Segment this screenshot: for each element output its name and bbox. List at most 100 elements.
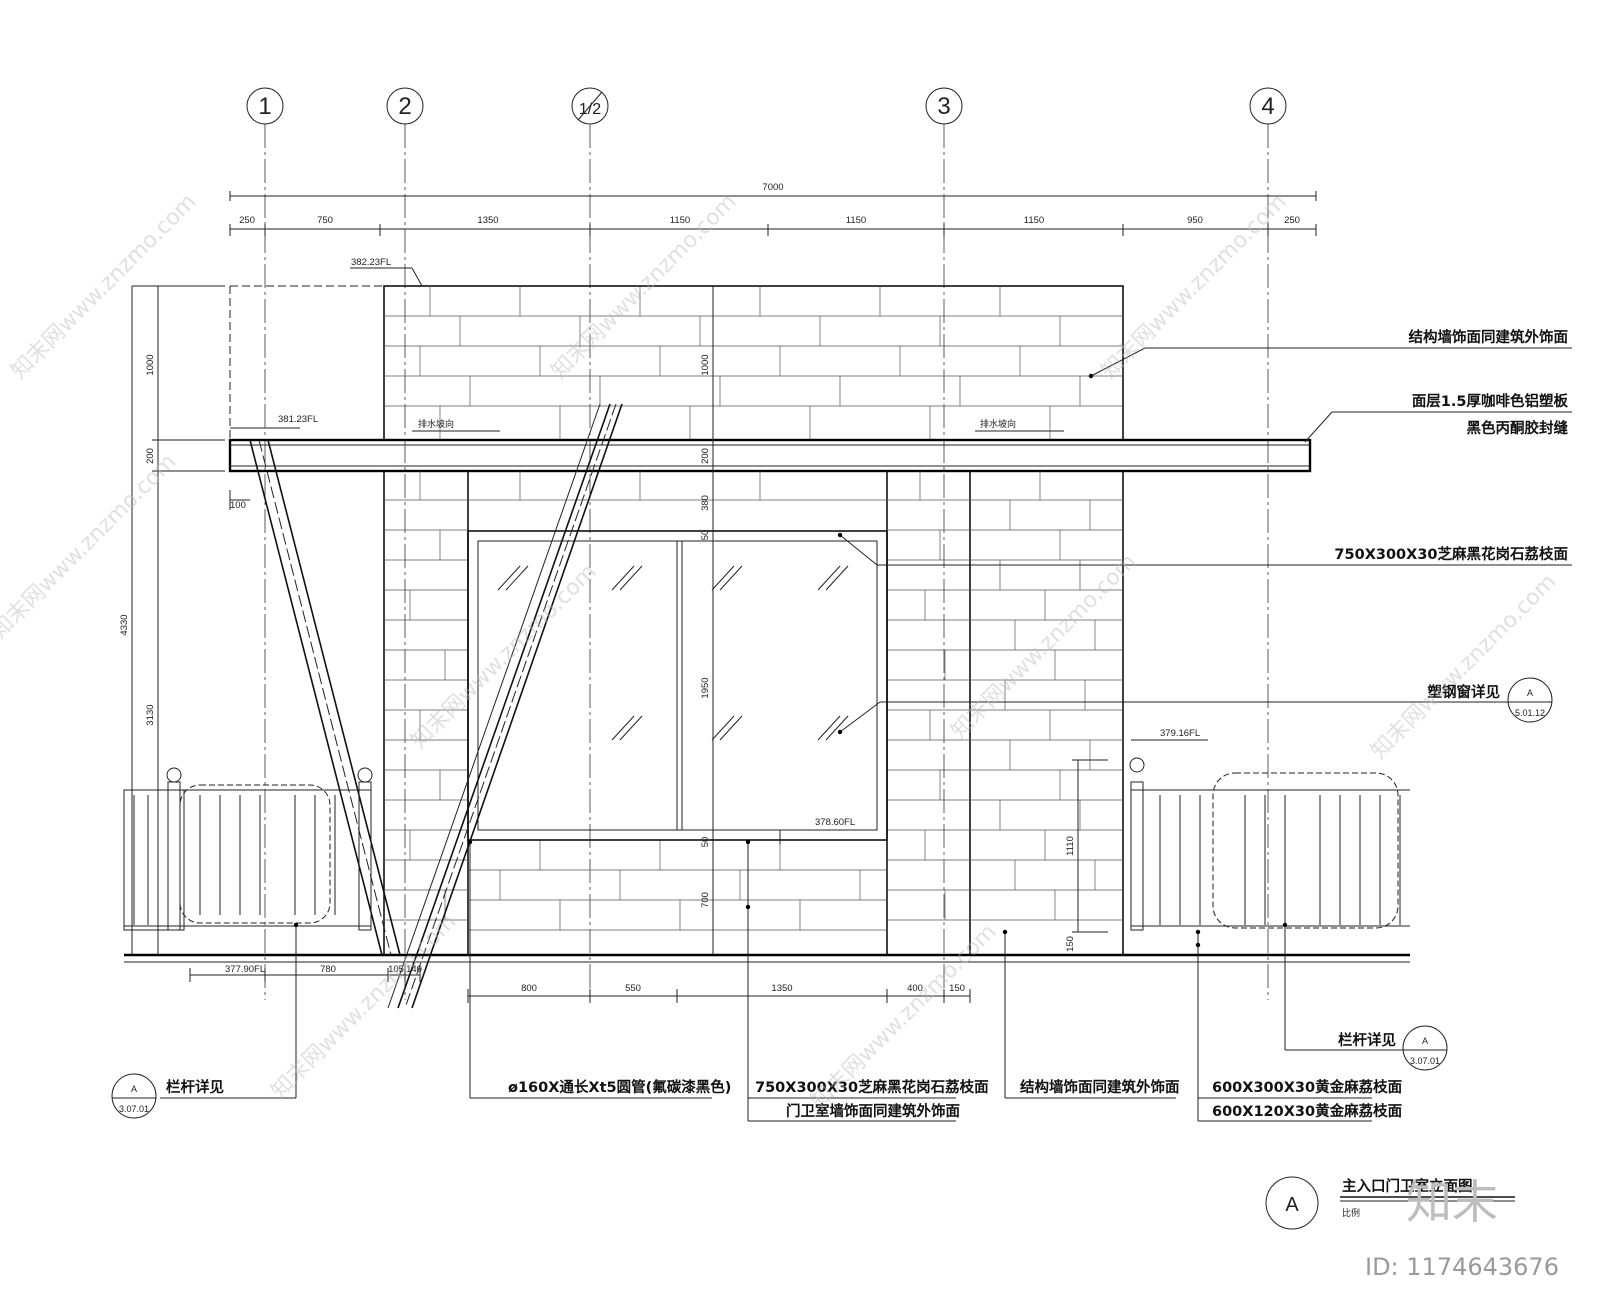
note-granite: 750X300X30芝麻黑花岗石荔枝面 [1334,545,1568,563]
note-aluminum-panel: 面层1.5厚咖啡色铝塑板 [1412,392,1569,410]
axis-label-1: 1 [258,93,271,120]
note-railing-right: 栏杆详见 [1338,1031,1396,1049]
top-dimension-chain: 7000 250 750 1350 1150 1150 1150 950 250 [229,182,1317,236]
dim-seg-8: 250 [1284,215,1300,226]
watermark-1: 知末网www.znzmo.com [7,189,202,384]
inner-dim-380: 380 [700,495,711,511]
drainage-label-left: 排水坡向 [418,418,454,429]
inner-dim-50b: 50 [700,837,711,848]
dim-seg-3: 1350 [477,215,498,226]
title-block: A 主入口门卫室立面图 比例 [1265,1176,1515,1230]
dim-seg-2: 750 [317,215,333,226]
watermark-2: 知末网www.znzmo.com [547,189,742,384]
window [467,530,888,841]
axis-label-4: 4 [1261,93,1274,120]
railing-left-ref-letter: A [131,1084,137,1094]
inner-dim-200: 200 [700,448,711,464]
railing-right-ref-sheet: 3.07.01 [1410,1056,1440,1066]
sill-level: 378.60FL [779,817,862,844]
main-wall [383,471,1124,955]
level-canopy: 381.23FL [278,414,318,425]
railing-right: 379.16FL [1129,728,1410,931]
railing-left [123,767,373,931]
b-dim-150: 150 [949,983,965,994]
drainage-label-right: 排水坡向 [980,418,1016,429]
axis-bubble-4: 4 [1249,87,1287,125]
axis-label-3: 3 [937,93,950,120]
window-detail-ref[interactable]: A 5.01.12 [1507,677,1553,723]
railing-left-ref-sheet: 3.07.01 [119,1104,149,1114]
right-notes: 结构墙饰面同建筑外饰面 面层1.5厚咖啡色铝塑板 黑色丙酮胶封缝 750X300… [837,328,1572,735]
scale-label: 比例 [1342,1207,1360,1218]
railing-right-detail-ref[interactable]: A 3.07.01 [1402,1025,1448,1071]
steel-tubes [249,403,623,1009]
axis-bubble-half: 1/2 [571,87,609,125]
axis-label-half: 1/2 [579,101,601,118]
b-dim-800: 800 [521,983,537,994]
dim-seg-7: 950 [1187,215,1203,226]
inner-dim-50a: 50 [700,530,711,541]
level-sill: 378.60FL [815,817,855,828]
note-structure-wall-bottom: 结构墙饰面同建筑外饰面 [1020,1078,1180,1096]
level-railing-right: 379.16FL [1160,728,1200,739]
note-sealant: 黑色丙酮胶封缝 [1467,419,1569,437]
level-ground: 377.90FL [225,964,265,975]
axis-bubbles: 1 2 1/2 3 4 [246,87,1287,125]
inner-dimension-chain: 1000 200 380 50 1950 50 700 1110 150 [700,286,1108,955]
window-ref-letter: A [1527,688,1533,698]
dim-seg-4: 1150 [670,215,690,226]
inner-dim-1110: 1110 [1065,836,1076,856]
level-marks: 382.23FL 381.23FL [230,257,423,429]
note-granite-bottom: 750X300X30芝麻黑花岗石荔枝面 [755,1078,989,1096]
left-dim-1000: 1000 [145,354,156,375]
dim-total: 7000 [762,182,783,193]
axis-bubble-2: 2 [386,87,424,125]
bl-dim-105: 105 [388,964,404,975]
note-window-detail: 塑钢窗详见 [1428,683,1501,701]
canopy-slab [228,438,1312,473]
dim-seg-5: 1150 [846,215,866,226]
railing-right-ref-letter: A [1422,1036,1428,1046]
window-ref-sheet: 5.01.12 [1515,708,1545,718]
bl-dim-780: 780 [320,964,336,975]
watermarks: 知末网www.znzmo.com 知末网www.znzmo.com 知末网www… [0,189,1561,1114]
bl-dim-140: 140 [406,964,422,975]
bottom-left-dimensions: 377.90FL 780 105 140 [189,964,422,982]
title-letter: A [1285,1194,1299,1216]
watermark-7: 知末网www.znzmo.com [1367,569,1562,764]
axis-label-2: 2 [398,93,411,120]
axis-lines [264,124,1269,1000]
logo-text: 知末 [1406,1175,1498,1229]
inner-dim-1000: 1000 [700,354,711,375]
drainage-arrows: 排水坡向 排水坡向 [412,418,1064,432]
railing-left-detail-ref[interactable]: A 3.07.01 [111,1073,157,1119]
b-dim-1350: 1350 [771,983,792,994]
inner-dim-150: 150 [1065,936,1076,952]
level-roof-top: 382.23FL [351,257,391,268]
left-dim-4330: 4330 [119,614,130,635]
dim-seg-6: 1150 [1024,215,1044,226]
b-dim-400: 400 [907,983,923,994]
left-dim-3130: 3130 [145,704,156,725]
note-gold-granite-600x120: 600X120X30黄金麻荔枝面 [1212,1102,1402,1120]
watermark-4: 知末网www.znzmo.com [0,449,181,644]
left-dim-200: 200 [145,448,156,464]
ground-line [124,953,1410,963]
watermark-6: 知末网www.znzmo.com [947,549,1142,744]
note-structure-wall: 结构墙饰面同建筑外饰面 [1409,328,1569,346]
note-railing-left: 栏杆详见 [166,1078,224,1096]
axis-bubble-1: 1 [246,87,284,125]
note-guardroom-wall: 门卫室墙饰面同建筑外饰面 [786,1102,960,1120]
axis-bubble-3: 3 [925,87,963,125]
brand-logo: 知末 ID: 1174643676 [1365,1175,1559,1281]
upper-wall [229,285,1124,441]
left-dim-100: 100 [230,500,246,511]
note-gold-granite-600x300: 600X300X30黄金麻荔枝面 [1212,1078,1402,1096]
image-id: ID: 1174643676 [1365,1253,1559,1281]
bottom-dimensions: 800 550 1350 400 150 [467,983,971,1003]
note-steel-tube: ø160X通长Xt5圆管(氟碳漆黑色) [508,1078,731,1096]
bottom-notes: A 3.07.01 栏杆详见 ø160X通长Xt5圆管(氟碳漆黑色) 750X3… [111,839,1448,1122]
b-dim-550: 550 [625,983,641,994]
left-dimension-chain: 1000 200 100 4330 3130 [119,285,250,956]
